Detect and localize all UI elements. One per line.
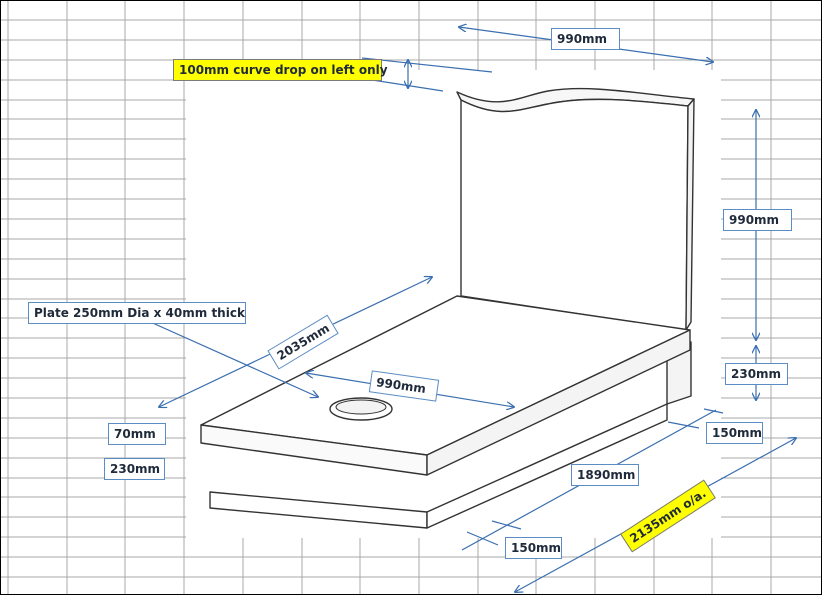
curve-leader-b — [371, 79, 444, 92]
front-plinth-depth-label: 150mm — [505, 537, 562, 559]
headstone-height-label: 990mm — [723, 209, 792, 231]
plinth-length-label: 1890mm — [571, 464, 639, 486]
curve-drop-label: 100mm curve drop on left only — [173, 59, 388, 81]
tick-rear-a — [667, 421, 700, 429]
slab-thickness-label: 70mm — [108, 423, 166, 445]
plate-label: Plate 250mm Dia x 40mm thick — [28, 302, 246, 324]
slab-side — [426, 329, 691, 476]
plinth-height-label: 230mm — [104, 458, 165, 480]
headstone-face — [460, 98, 689, 331]
top-width-label: 990mm — [551, 28, 620, 50]
tick-front-a — [466, 531, 499, 546]
headstone-side — [685, 98, 695, 331]
base-height-label: 230mm — [725, 363, 788, 385]
plate-leader — [136, 315, 318, 397]
plinth-front — [209, 491, 428, 529]
tick-front-b — [491, 520, 522, 530]
curve-leader-a — [361, 57, 493, 73]
tick-rear-b — [703, 408, 724, 414]
plate-inner — [335, 399, 387, 415]
rear-plinth-depth-label: 150mm — [706, 422, 763, 444]
